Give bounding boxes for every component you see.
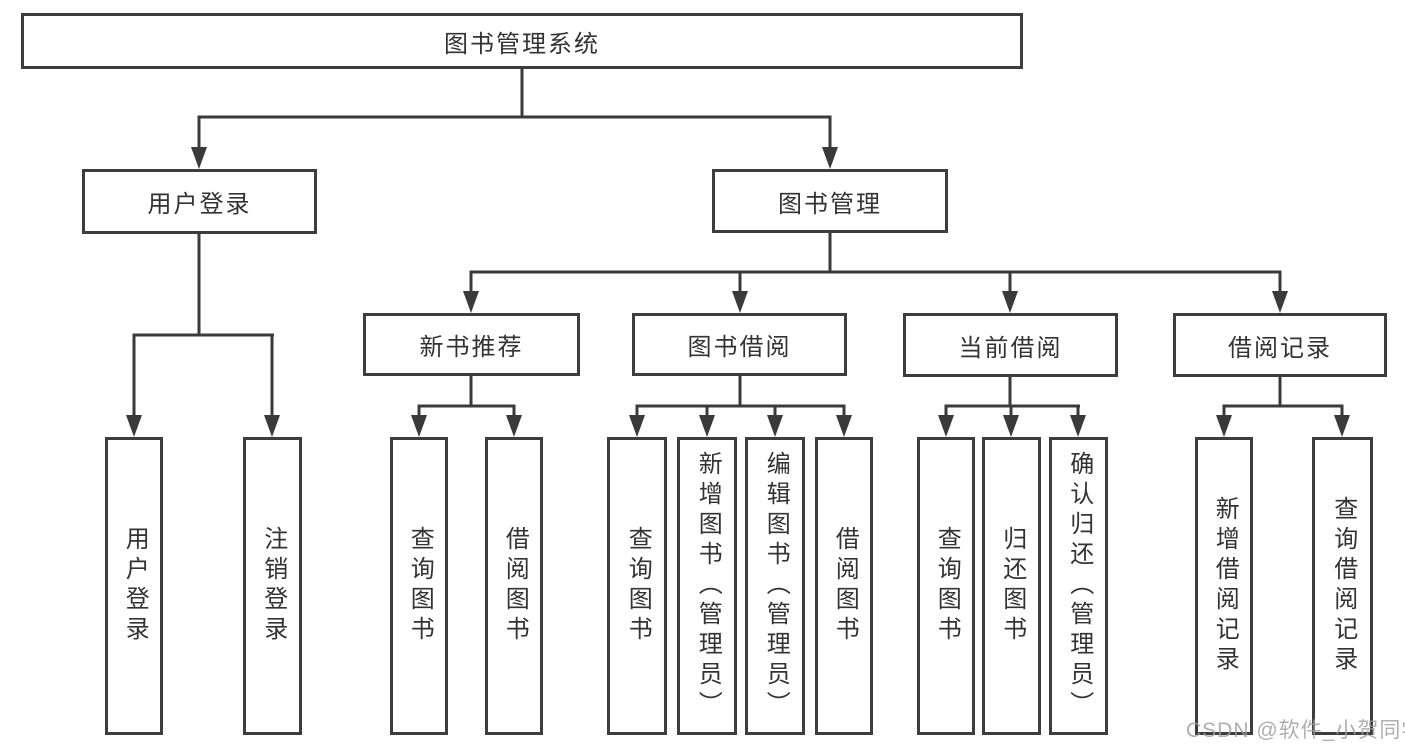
node-label: 注销登录 [259, 526, 287, 646]
leaf-query-borrow-record: 查询借阅记录 [1312, 437, 1373, 735]
csdn-watermark: CSDN @软件_小贺同学 [1186, 719, 1405, 742]
node-label: 图书管理系统 [444, 30, 600, 58]
leaf-confirm-return-admin: 确认归还（管理员） [1049, 437, 1108, 735]
leaf-add-book-admin: 新增图书（管理员） [677, 437, 737, 735]
leaf-borrow-book: 借阅图书 [485, 437, 543, 735]
node-book-management: 图书管理 [712, 169, 948, 233]
leaf-borrow-book: 借阅图书 [815, 437, 873, 735]
node-label: 查询借阅记录 [1329, 496, 1357, 676]
node-label: 借阅图书 [831, 526, 859, 646]
node-label: 编辑图书（管理员） [762, 451, 790, 721]
leaf-edit-book-admin: 编辑图书（管理员） [745, 437, 805, 735]
node-current-borrowing: 当前借阅 [903, 313, 1118, 377]
node-new-book-recommend: 新书推荐 [363, 313, 580, 376]
node-label: 当前借阅 [958, 334, 1063, 362]
node-borrow-records: 借阅记录 [1173, 313, 1387, 377]
node-label: 归还图书 [998, 526, 1026, 646]
node-label: 借阅记录 [1228, 334, 1332, 362]
leaf-return-book: 归还图书 [982, 437, 1041, 735]
node-book-borrowing: 图书借阅 [632, 313, 847, 376]
node-label: 新书推荐 [419, 334, 524, 361]
node-label: 新增借阅记录 [1211, 496, 1239, 676]
node-library-management-system: 图书管理系统 [21, 13, 1023, 69]
leaf-add-borrow-record: 新增借阅记录 [1195, 437, 1253, 735]
leaf-query-books: 查询图书 [390, 437, 448, 735]
node-label: 用户登录 [147, 191, 252, 218]
node-label: 确认归还（管理员） [1065, 451, 1093, 721]
leaf-query-books: 查询图书 [607, 437, 667, 735]
leaf-query-books: 查询图书 [917, 437, 975, 735]
node-label: 查询图书 [624, 526, 652, 646]
node-label: 查询图书 [933, 526, 961, 646]
connector-arrows [126, 117, 1350, 437]
connector-rails [132, 69, 1344, 408]
node-label: 用户登录 [121, 526, 149, 646]
node-label: 图书管理 [778, 190, 882, 218]
node-label: 查询图书 [406, 526, 434, 646]
leaf-user-login: 用户登录 [105, 437, 163, 735]
node-label: 新增图书（管理员） [694, 451, 722, 721]
node-user-login: 用户登录 [82, 169, 317, 234]
leaf-logout: 注销登录 [243, 437, 302, 735]
node-label: 图书借阅 [687, 334, 792, 361]
node-label: 借阅图书 [501, 526, 529, 646]
